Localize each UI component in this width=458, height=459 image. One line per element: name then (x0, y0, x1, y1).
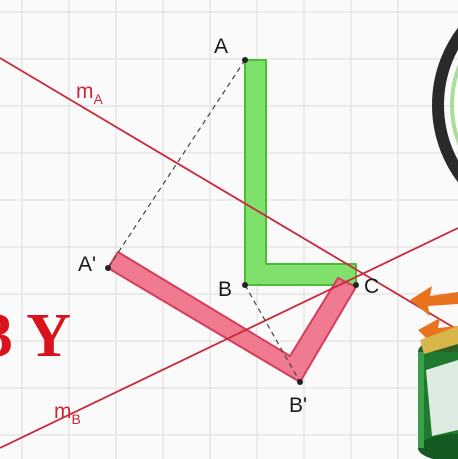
construction-lines (107, 59, 301, 383)
label-B-prime: B' (289, 394, 307, 417)
label-A-prime: A' (78, 253, 96, 276)
point-A (242, 57, 248, 63)
green-cylinder-icon (418, 326, 458, 459)
label-A: A (214, 35, 228, 58)
label-mA: mA (76, 80, 104, 107)
label-mB: mB (54, 400, 81, 427)
logo-badge (410, 27, 458, 459)
label-B: B (218, 278, 232, 301)
point-A-prime (105, 265, 111, 271)
mirror-line-mB (0, 227, 458, 449)
banner-text: 3 Y (0, 302, 71, 370)
badge-ring-icon (432, 27, 458, 183)
point-B (242, 282, 248, 288)
mirror-line-mA (0, 57, 458, 331)
point-B-prime (297, 379, 303, 385)
point-C (353, 282, 359, 288)
orange-arrows-icon (410, 286, 458, 348)
label-C: C (364, 275, 379, 298)
